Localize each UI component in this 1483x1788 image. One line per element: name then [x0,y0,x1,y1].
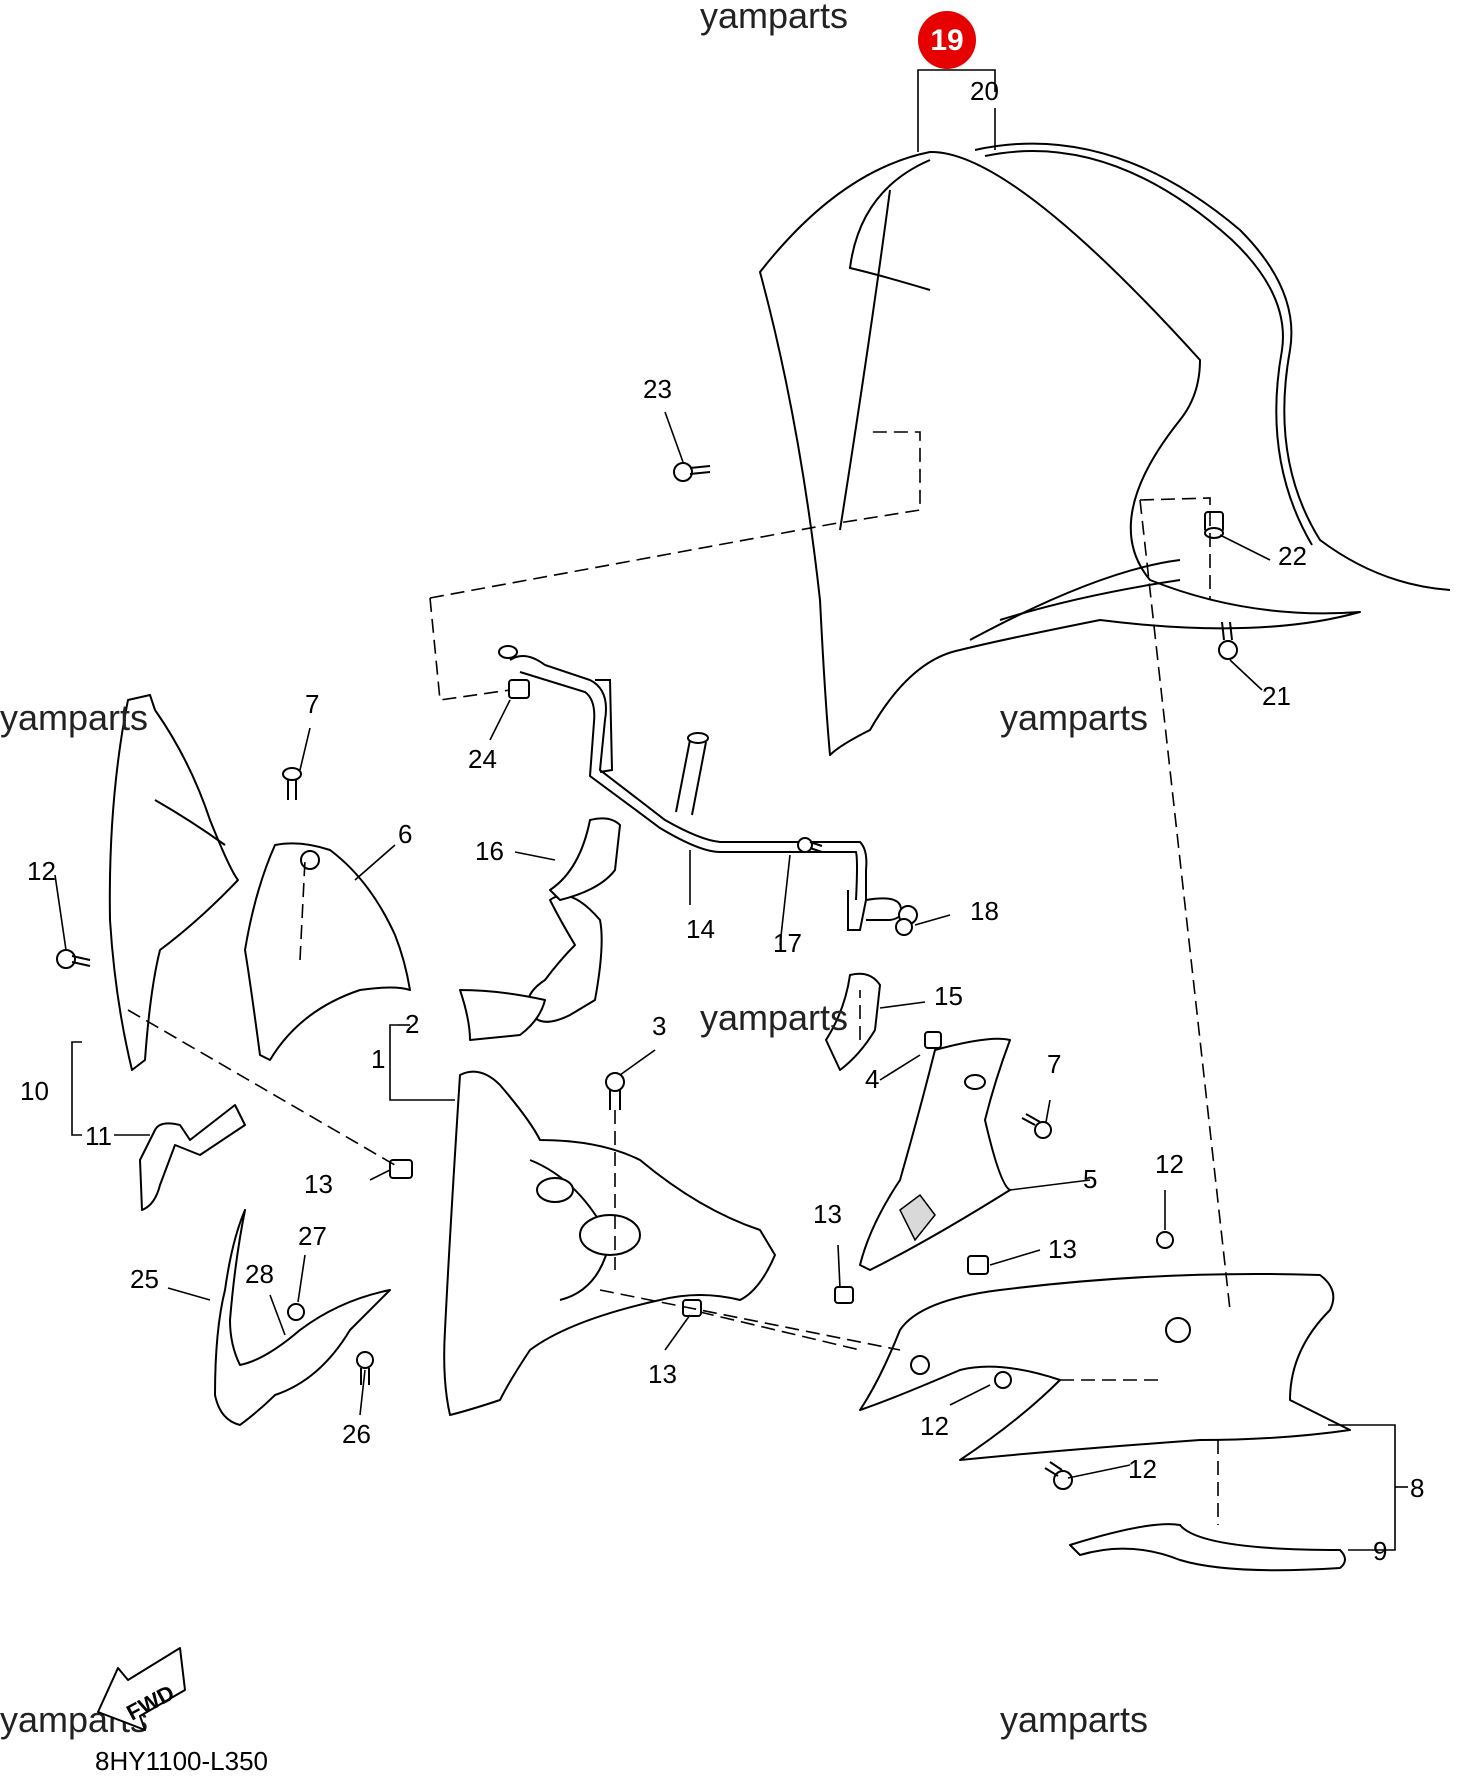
bolt-12-left [56,949,91,969]
callout-18: 18 [970,896,999,926]
highlight-badge-19: 19 [918,11,976,69]
callout-1: 1 [371,1044,385,1074]
screw-3 [605,1072,625,1110]
callout-6: 6 [398,819,412,849]
cover-15 [825,972,881,1071]
cover-2 [459,894,603,1041]
highlight-badge-circle [918,11,976,69]
watermark-bottom-right: yamparts [1000,1699,1148,1740]
grommet-27 [287,1303,305,1321]
collar-13-far-right [967,1255,989,1275]
lower-cowl-25 [214,1209,391,1426]
callout-22: 22 [1278,541,1307,571]
callout-10: 10 [20,1076,49,1106]
callout-2: 2 [405,1009,419,1039]
callout-13-right: 13 [1048,1234,1077,1264]
callout-19: 19 [930,24,963,57]
side-panel-5 [859,1037,1011,1271]
clip-4 [924,1031,942,1049]
trim-9 [1069,1523,1346,1572]
front-cowling-1 [443,1070,776,1416]
collar-13-left [389,1159,413,1179]
callout-11: 11 [85,1121,112,1151]
callout-13-bottom: 13 [648,1359,677,1389]
callout-24: 24 [468,744,497,774]
callout-7-top: 7 [305,689,319,719]
callout-20: 20 [970,76,999,106]
nut-18 [895,918,913,936]
bolt-23 [673,462,711,482]
screw-26 [356,1351,374,1385]
bolt-21 [1218,621,1238,660]
callout-26: 26 [342,1419,371,1449]
callout-25: 25 [130,1264,159,1294]
diagram-code: 8HY1100-L350 [95,1746,268,1776]
callout-3: 3 [652,1011,666,1041]
watermark-right: yamparts [1000,697,1148,738]
windshield-part [759,142,1451,756]
grommet-22 [1204,511,1224,539]
callout-13-mid: 13 [813,1199,842,1229]
callout-8: 8 [1410,1473,1424,1503]
bolt-12-right-c [1044,1461,1073,1490]
callout-16: 16 [475,836,504,866]
callout-13-left: 13 [304,1169,333,1199]
callout-12-right-top: 12 [1155,1149,1184,1179]
side-panel-10 [108,694,239,1071]
callout-28: 28 [245,1259,274,1289]
screw-7-right [1021,1113,1052,1139]
callout-21: 21 [1262,681,1291,711]
collar-13-right [834,1286,854,1304]
watermark-top: yamparts [700,0,848,36]
side-cowling-8 [859,1273,1351,1461]
screw-7-top [282,767,302,800]
watermark-center: yamparts [700,997,848,1038]
watermark-left: yamparts [0,697,148,738]
callout-15: 15 [934,981,963,1011]
callout-9: 9 [1373,1536,1387,1566]
fwd-arrow-icon: FWD [97,1647,186,1731]
callout-4: 4 [865,1064,879,1094]
stay-bracket-part [498,645,918,931]
bolt-12-right-a [1156,1231,1174,1249]
bracket-11 [139,1104,246,1211]
bolt-17 [797,837,823,853]
callout-5: 5 [1083,1164,1097,1194]
callout-12-left: 12 [27,856,56,886]
bolt-12-right-b [994,1371,1012,1389]
callout-14: 14 [686,914,715,944]
callout-7-right: 7 [1047,1049,1061,1079]
callout-12-center: 12 [920,1411,949,1441]
collar-24 [508,679,530,699]
inner-panel-6 [244,842,411,1061]
callout-23: 23 [643,374,672,404]
cover-16 [549,817,621,901]
callout-27: 27 [298,1221,327,1251]
callout-17: 17 [773,928,802,958]
callout-12-bottom: 12 [1128,1454,1157,1484]
